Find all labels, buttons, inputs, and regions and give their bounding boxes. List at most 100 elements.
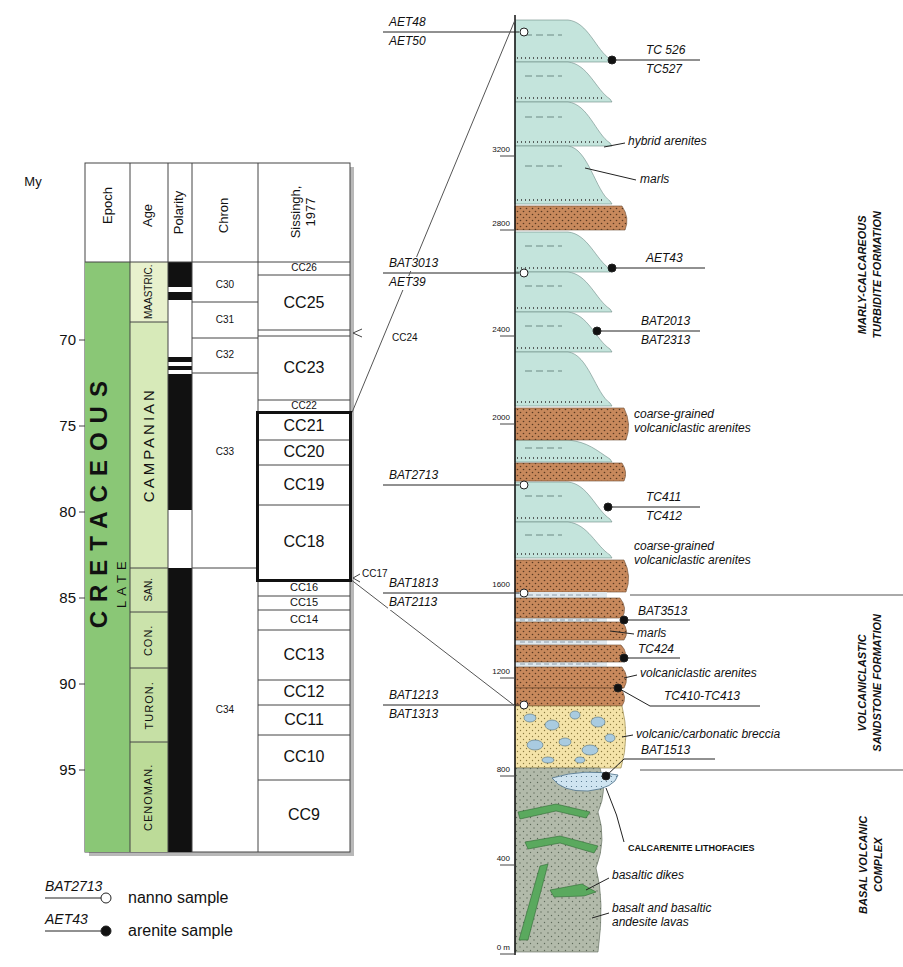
zone-label: CC11 — [284, 711, 324, 729]
depth-label: 400 — [496, 854, 511, 863]
time-scale-table — [79, 512, 85, 513]
formation-band: BASAL VOLCANIC COMPLEX — [515, 770, 903, 952]
lithology-label: CALCARENITE LITHOFACIES — [628, 843, 755, 853]
sample-markers — [520, 701, 528, 709]
zone-label: CC26 — [291, 263, 317, 274]
sample-markers — [597, 331, 700, 332]
time-scale-table — [130, 668, 168, 669]
sample-label: BAT1313 — [388, 708, 439, 722]
stratigraphic-log — [605, 734, 615, 742]
stratigraphic-log — [515, 622, 627, 640]
time-scale-table — [79, 770, 85, 771]
depth-label: 1600 — [491, 580, 511, 589]
time-scale-table — [258, 465, 350, 466]
zone-label: CC23 — [284, 359, 325, 377]
sample-markers — [624, 675, 637, 678]
stratigraphic-log — [550, 884, 596, 897]
time-scale-table — [130, 612, 168, 613]
time-scale-table — [258, 336, 350, 337]
stratigraphic-log — [552, 772, 618, 791]
zone-label: CC24 — [392, 333, 418, 344]
stratigraphic-log — [517, 457, 604, 458]
time-scale-table — [258, 505, 350, 506]
axis-number: 70 — [59, 331, 76, 348]
sample-markers — [614, 684, 622, 692]
chron-label: C31 — [216, 314, 234, 326]
stratigraphic-log — [517, 401, 604, 402]
stratigraphic-log — [517, 307, 604, 308]
stratigraphic-log — [515, 206, 627, 230]
time-scale-table — [79, 684, 85, 685]
chron-label: C34 — [216, 704, 234, 716]
stratigraphic-log — [500, 678, 515, 679]
stratigraphic-log — [515, 232, 612, 272]
stratigraphic-log — [517, 141, 604, 142]
stratigraphic-log — [515, 598, 627, 706]
stratigraphic-log — [500, 865, 515, 866]
epoch-name: LATE — [114, 556, 128, 608]
sample-markers — [612, 60, 700, 61]
sample-markers — [610, 631, 634, 634]
stratigraphic-log — [517, 199, 604, 200]
sample-label: BAT1513 — [640, 744, 691, 758]
sample-label: BAT2113 — [388, 596, 438, 610]
time-scale-table — [168, 374, 192, 510]
time-scale-table — [79, 426, 85, 427]
depth-label: 2400 — [491, 325, 511, 334]
stratigraphic-log — [515, 522, 612, 558]
stratigraphic-log — [515, 146, 612, 204]
stage-name: SAN. — [143, 578, 155, 601]
stratigraphic-log — [542, 757, 554, 763]
formation-band: VOLCANICLASTIC SANDSTONE FORMATION — [515, 595, 903, 770]
zone-label: CC12 — [284, 683, 325, 701]
zone-label: CC16 — [290, 582, 318, 594]
sample-markers — [383, 705, 519, 706]
stratigraphic-log — [570, 711, 580, 719]
sample-markers — [608, 264, 616, 272]
lithology-label: coarse-grained volcaniclastic arenites — [634, 408, 779, 436]
stratigraphic-log — [515, 272, 612, 312]
stratigraphic-log — [500, 230, 515, 231]
stratigraphic-log — [515, 560, 629, 592]
stratigraphic-log — [515, 62, 612, 102]
sample-markers — [520, 28, 528, 709]
lithology-label: coarse-grained volcaniclastic arenites — [634, 540, 779, 568]
time-scale-table — [192, 302, 258, 303]
lithology-label: volcanic/carbonatic breccia — [636, 728, 780, 742]
stratigraphic-log — [525, 166, 562, 167]
sample-label: AET48 — [388, 16, 427, 30]
zone-label: CC18 — [284, 533, 325, 551]
stratigraphic-log — [515, 482, 612, 522]
stratigraphic-log — [517, 553, 604, 554]
sample-label: TC424 — [637, 643, 675, 657]
zone-label: CC25 — [284, 294, 325, 312]
stratigraphic-log — [525, 535, 562, 536]
time-scale-table — [168, 568, 192, 852]
time-scale-table — [130, 163, 131, 852]
stratigraphic-log — [500, 15, 903, 955]
time-scale-table — [85, 163, 350, 852]
stratigraphic-log — [515, 598, 625, 618]
time-scale-table — [258, 630, 350, 631]
sample-markers — [592, 913, 609, 918]
stratigraphic-log — [520, 642, 600, 643]
stratigraphic-log — [520, 664, 600, 665]
stratigraphic-log — [525, 836, 598, 853]
stratigraphic-log — [500, 156, 515, 954]
stratigraphic-log — [515, 20, 612, 62]
time-scale-table — [79, 598, 85, 599]
axis-number: 85 — [59, 589, 76, 606]
time-scale-table — [258, 735, 350, 736]
stratigraphic-log — [519, 864, 548, 940]
lithology-label: hybrid arenites — [628, 135, 707, 149]
stratigraphic-log — [525, 35, 562, 36]
time-scale-table — [85, 262, 130, 852]
column-header: Chron — [218, 197, 233, 232]
stratigraphic-log — [630, 595, 903, 770]
time-scale-table — [130, 568, 168, 569]
stratigraphic-log — [500, 156, 515, 157]
stratigraphic-log — [525, 371, 562, 372]
zone-label: CC15 — [290, 597, 318, 609]
stratigraphic-log — [515, 352, 612, 406]
stratigraphic-log — [525, 286, 562, 287]
